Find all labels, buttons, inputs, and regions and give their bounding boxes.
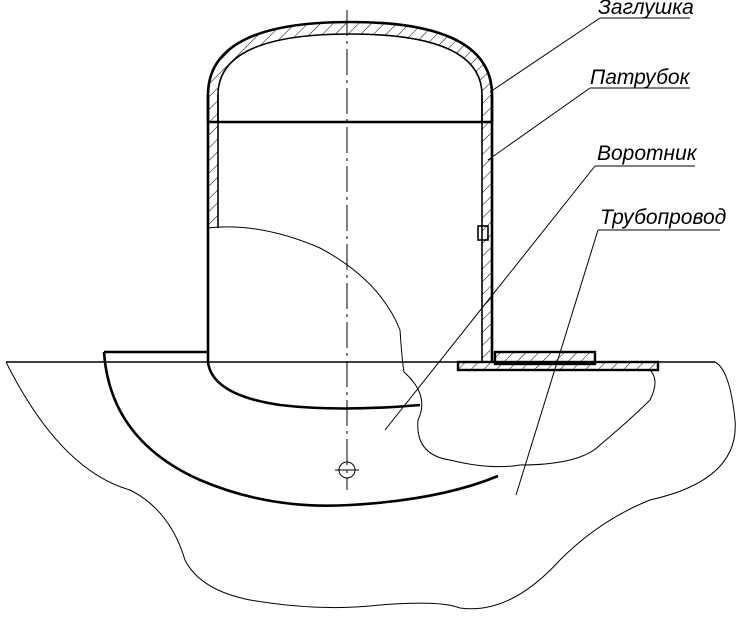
collar-arc <box>102 351 499 508</box>
cap-inner <box>217 33 483 122</box>
label-pipeline: Трубопровод <box>600 206 726 229</box>
right-wall-section <box>482 122 492 362</box>
label-collar: Воротник <box>597 142 698 165</box>
left-wall-section <box>208 122 218 228</box>
label-branch-pipe: Патрубок <box>590 66 691 89</box>
leader-collar <box>384 165 596 431</box>
leader-cap <box>489 17 601 93</box>
collar-flange <box>456 360 660 372</box>
label-cap: Заглушка <box>598 0 694 19</box>
branch-pipe-left-wall <box>206 95 421 410</box>
cutaway-break-line <box>207 226 656 468</box>
weld-marker <box>477 225 489 241</box>
leader-branch <box>487 87 591 161</box>
cap-section-hatch <box>208 22 492 122</box>
leader-pipeline <box>515 229 599 496</box>
pipeline-break-outline <box>5 361 736 610</box>
